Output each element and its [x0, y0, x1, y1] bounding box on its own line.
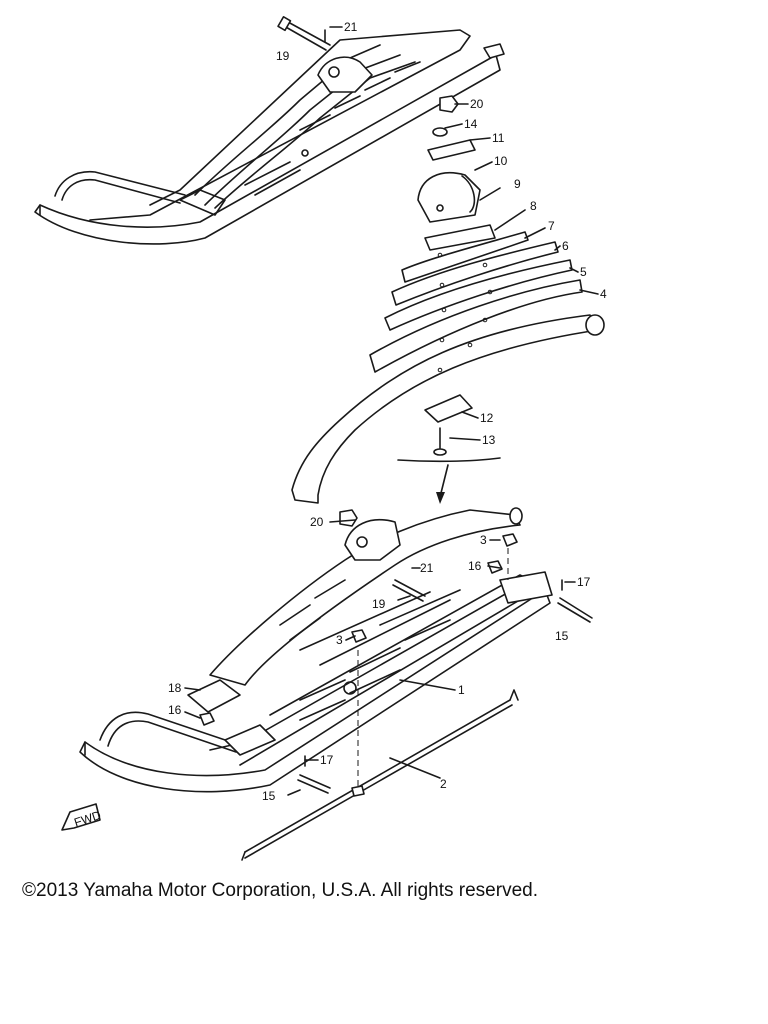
callout-12: 12 [480, 411, 494, 425]
leaf-spring-stack [291, 95, 605, 504]
callout-16-right: 16 [468, 559, 482, 573]
callout-14: 14 [464, 117, 478, 131]
callout-4: 4 [600, 287, 607, 301]
callout-2: 2 [440, 777, 447, 791]
callout-20-lower: 20 [310, 515, 324, 529]
callout-19-upper: 19 [276, 49, 290, 63]
callout-16-left: 16 [168, 703, 182, 717]
callout-13: 13 [482, 433, 496, 447]
bolt-19-upper [277, 16, 331, 51]
callout-11: 11 [492, 131, 505, 145]
callout-17-left: 17 [320, 753, 334, 767]
callout-numbers: 21 19 20 14 11 10 9 8 7 6 5 4 12 13 20 3… [168, 20, 607, 803]
copyright-notice: ©2013 Yamaha Motor Corporation, U.S.A. A… [22, 880, 538, 901]
callout-8: 8 [530, 199, 537, 213]
callout-5: 5 [580, 265, 587, 279]
callout-15-right: 15 [555, 629, 569, 643]
fwd-direction-marker: FWD [61, 803, 103, 831]
callout-3-right: 3 [480, 533, 487, 547]
callout-18: 18 [168, 681, 182, 695]
lower-ski-assembly [79, 507, 593, 861]
callout-21-lower: 21 [420, 561, 434, 575]
callout-leaders [184, 26, 599, 796]
callout-6: 6 [562, 239, 569, 253]
upper-ski-assembly [34, 29, 505, 245]
callout-17-right: 17 [577, 575, 591, 589]
callout-1: 1 [458, 683, 465, 697]
callout-19-lower: 19 [372, 597, 386, 611]
callout-9: 9 [514, 177, 521, 191]
callout-3-left: 3 [336, 633, 343, 647]
callout-7: 7 [548, 219, 555, 233]
callout-20-upper: 20 [470, 97, 484, 111]
callout-21-upper: 21 [344, 20, 358, 34]
callout-15-left: 15 [262, 789, 276, 803]
callout-10: 10 [494, 154, 508, 168]
